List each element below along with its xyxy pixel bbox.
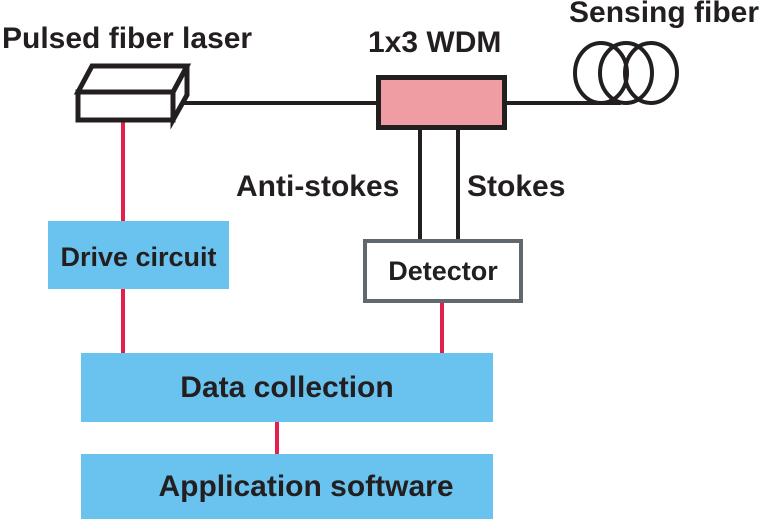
laser-box-top-face — [73, 63, 192, 95]
fiber-coil-loop — [623, 41, 679, 105]
application-software-node-label: Application software — [158, 469, 454, 503]
wdm-node — [376, 75, 507, 130]
drive-circuit-node-label: Drive circuit — [60, 241, 217, 272]
fiber-coil-icon — [573, 41, 679, 105]
pulsed-fiber-laser-label: Pulsed fiber laser — [2, 22, 253, 55]
laser-box-front-face — [75, 89, 176, 123]
data-collection-node: Data collection — [81, 353, 493, 422]
pulsed-fiber-laser-3d-box-icon — [73, 63, 192, 130]
drive-circuit-node: Drive circuit — [48, 221, 229, 289]
application-software-node: Application software — [81, 454, 493, 519]
sensing-fiber-label: Sensing fiber — [569, 0, 760, 29]
detector-node-label: Detector — [388, 255, 498, 286]
detector-node: Detector — [363, 239, 523, 303]
data-collection-node-label: Data collection — [180, 370, 394, 404]
anti-stokes-signal-label: Anti-stokes — [236, 170, 400, 203]
wdm-label: 1x3 WDM — [368, 26, 502, 59]
fiber-coil-loop — [598, 41, 654, 105]
stokes-signal-label: Stokes — [467, 170, 566, 203]
